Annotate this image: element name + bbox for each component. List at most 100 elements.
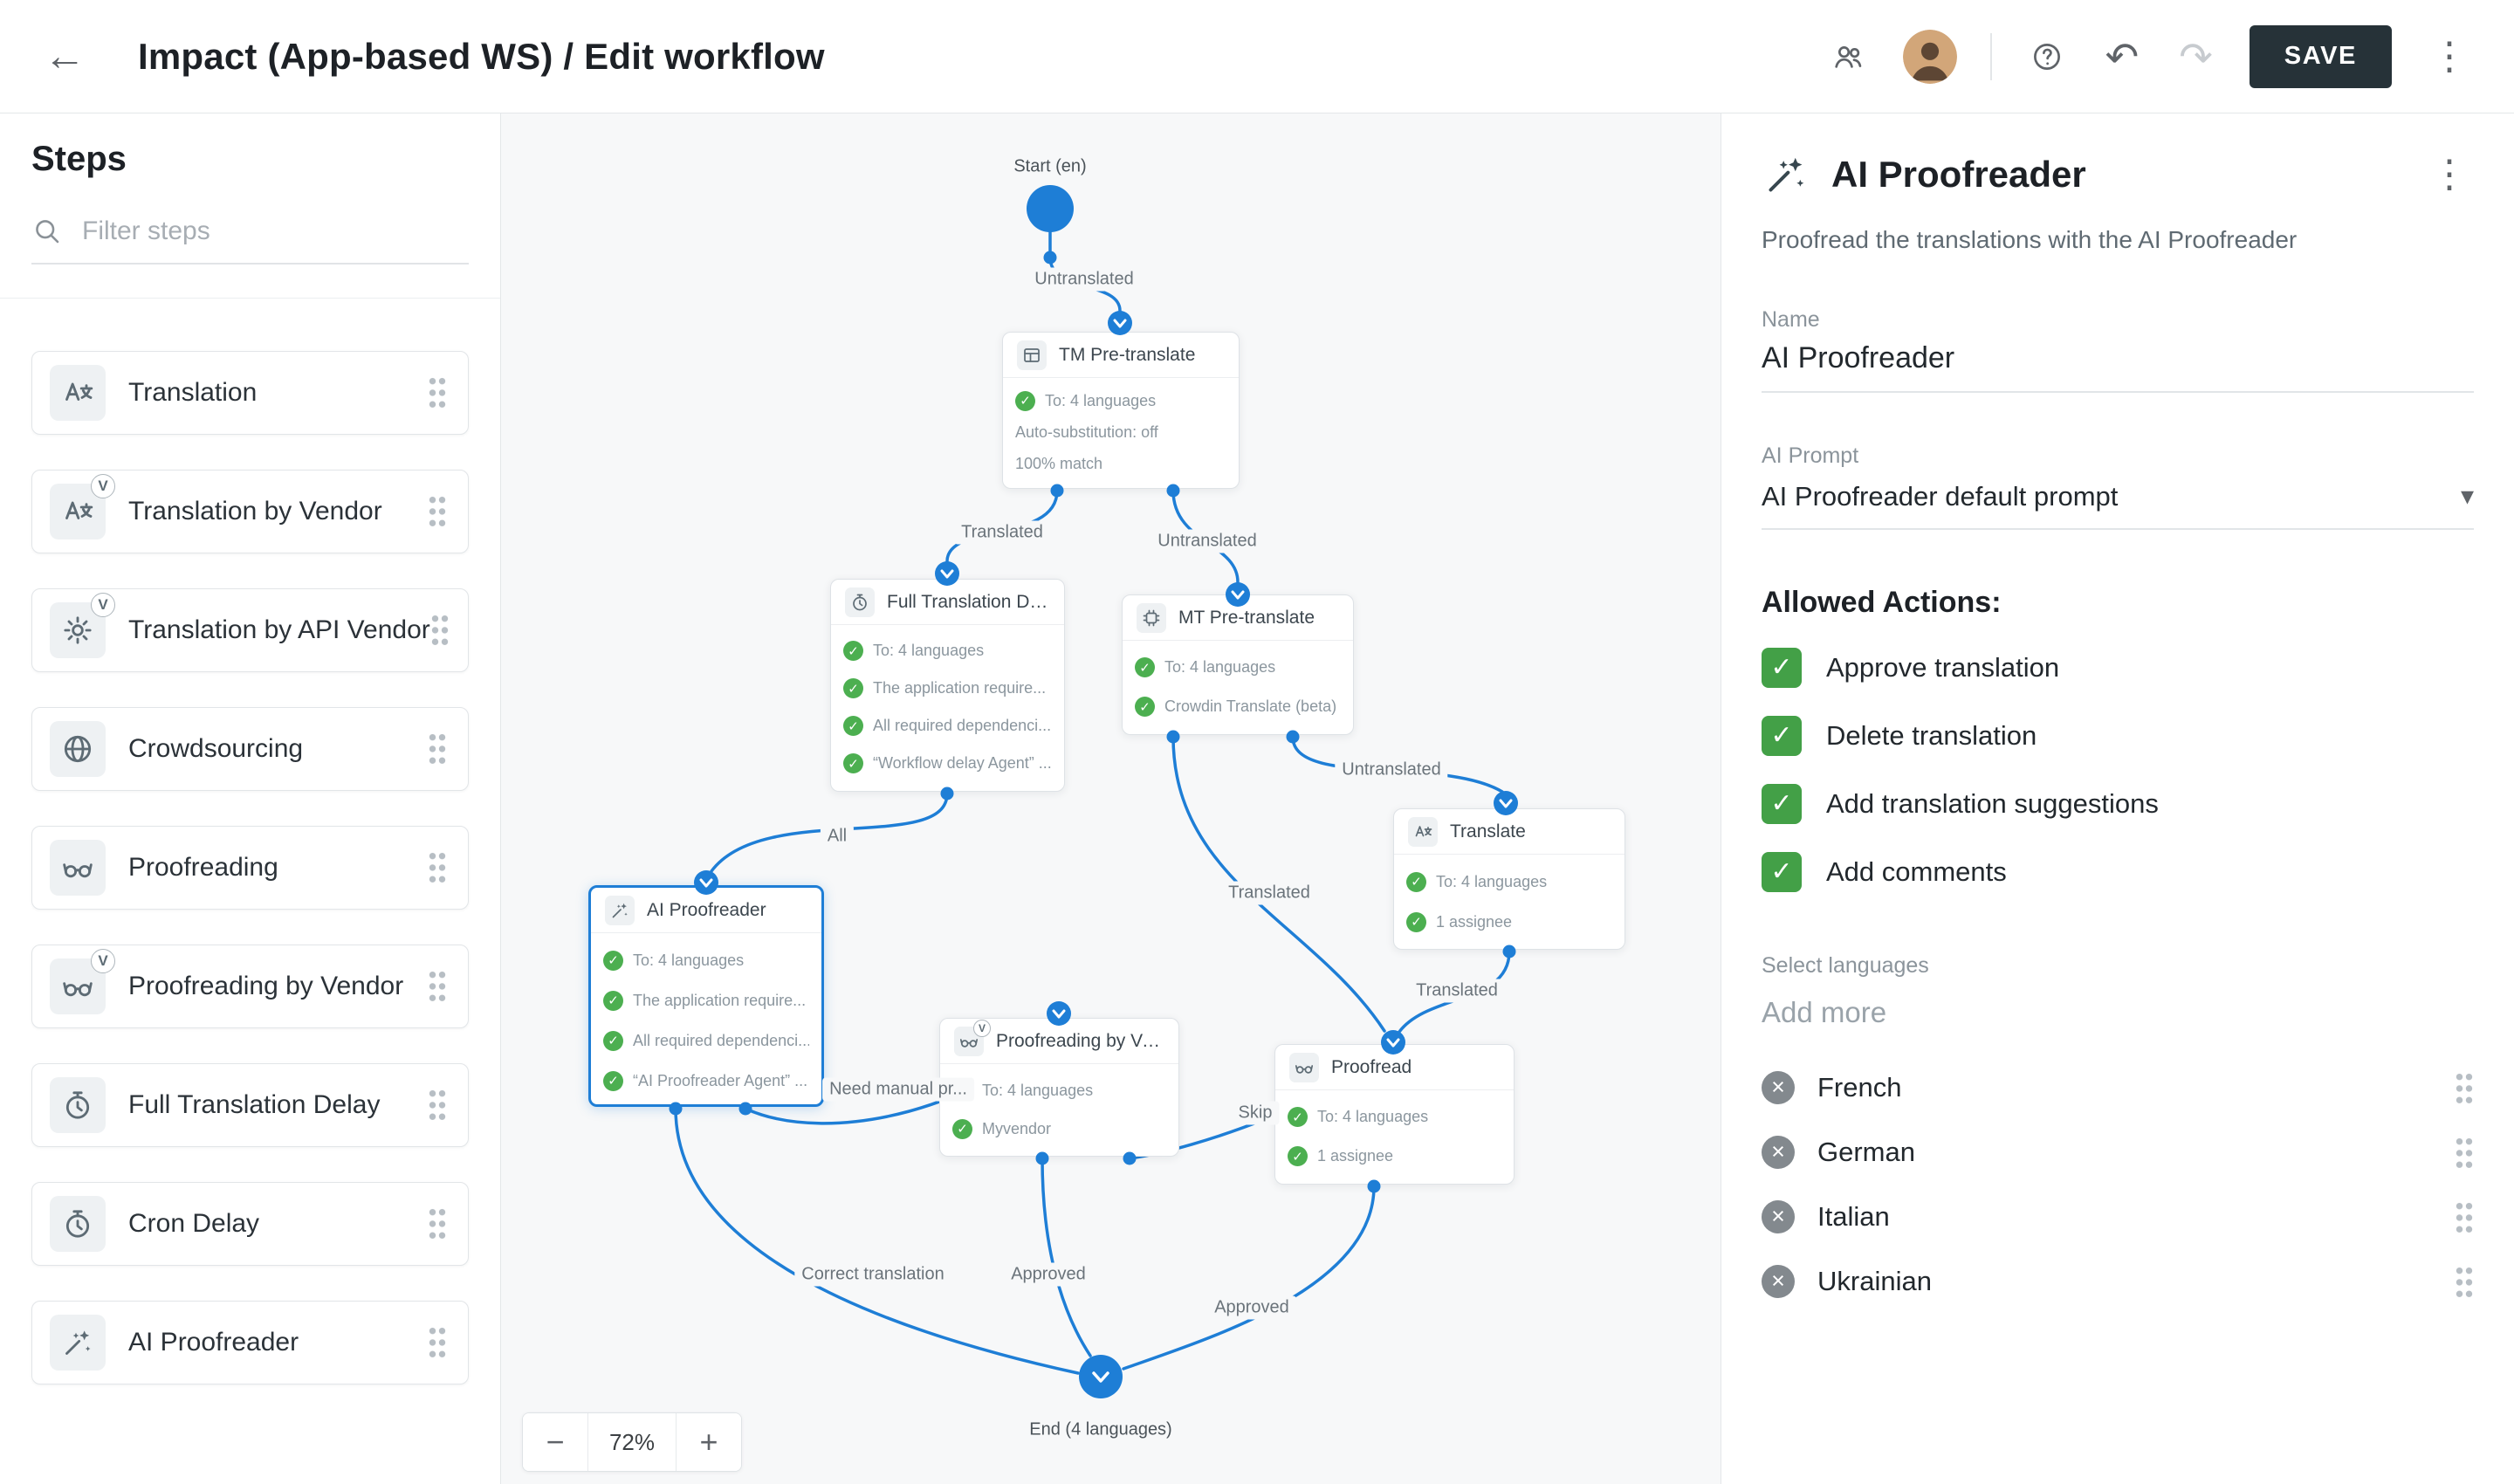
filter-steps-field[interactable] <box>31 216 469 265</box>
drag-handle-icon[interactable] <box>2455 1135 2474 1169</box>
check-icon: ✓ <box>843 641 863 661</box>
check-icon: ✓ <box>1135 657 1155 677</box>
node-detail-text: To: 4 languages <box>1164 658 1276 676</box>
workflow-node-full-translation-delay[interactable]: Full Translation Delay✓To: 4 languages✓T… <box>830 579 1065 792</box>
remove-language-icon[interactable]: × <box>1762 1199 1795 1233</box>
back-button[interactable]: ← <box>37 29 93 85</box>
check-icon: ✓ <box>1288 1107 1308 1127</box>
ai-prompt-select[interactable]: AI Proofreader default prompt ▾ <box>1762 469 2474 530</box>
check-icon: ✓ <box>952 1118 972 1139</box>
drag-handle-icon[interactable] <box>2455 1199 2474 1233</box>
check-icon: ✓ <box>1135 697 1155 717</box>
checkbox-checked[interactable]: ✓ <box>1762 715 1802 756</box>
check-icon: ✓ <box>952 1080 972 1101</box>
drag-handle-icon[interactable] <box>428 850 447 885</box>
step-card-translation-by-vendor[interactable]: V Translation by Vendor <box>31 470 469 553</box>
drag-handle-icon[interactable] <box>428 1325 447 1360</box>
node-detail-text: 1 assignee <box>1436 912 1513 931</box>
start-node[interactable] <box>1027 185 1074 232</box>
step-card-cron-delay[interactable]: Cron Delay <box>31 1182 469 1266</box>
remove-language-icon[interactable]: × <box>1762 1264 1795 1298</box>
node-title: Proofreading by Ven... <box>996 1030 1164 1051</box>
node-title-row: Translate <box>1394 809 1624 855</box>
step-label: Translation by Vendor <box>128 497 382 526</box>
node-detail-row: ✓ To: 4 languages <box>952 1071 1166 1110</box>
node-detail-row: ✓Crowdin Translate (beta) <box>1135 687 1341 726</box>
drag-handle-icon[interactable] <box>428 969 447 1004</box>
node-detail-text: To: 4 languages <box>1045 391 1157 409</box>
name-input[interactable] <box>1762 332 2474 393</box>
drag-handle-icon[interactable] <box>2455 1070 2474 1104</box>
node-detail-text: To: 4 languages <box>873 642 985 659</box>
workflow-node-ai-proofreader[interactable]: AI Proofreader✓To: 4 languages✓The appli… <box>588 885 824 1107</box>
people-icon[interactable] <box>1826 35 1870 79</box>
check-icon: ✓ <box>843 678 863 698</box>
save-button[interactable]: SAVE <box>2249 24 2392 88</box>
undo-icon[interactable]: ↶ <box>2102 37 2143 77</box>
vendor-badge: V <box>91 474 115 498</box>
header-actions: ↶ ↷ SAVE ⋮ <box>1826 24 2474 88</box>
step-label: Proofreading by Vendor <box>128 972 404 1000</box>
step-card-full-translation-delay[interactable]: Full Translation Delay <box>31 1063 469 1147</box>
step-card-proofreading[interactable]: Proofreading <box>31 826 469 910</box>
node-details: ✓ To: 4 languages ✓ Myvendor <box>940 1064 1178 1155</box>
allowed-action-row: ✓Approve translation <box>1762 647 2474 688</box>
workflow-node-mt-pretranslate[interactable]: MT Pre-translate ✓ To: 4 languages ✓Crowdin… <box>1122 594 1354 735</box>
node-detail-text: The application require... <box>633 991 807 1009</box>
chevron-down-icon: ▾ <box>2460 482 2474 512</box>
drag-handle-icon[interactable] <box>428 1088 447 1123</box>
header-kebab-icon[interactable]: ⋮ <box>2425 37 2474 77</box>
checkbox-checked[interactable]: ✓ <box>1762 783 1802 824</box>
add-language-field[interactable]: Add more <box>1762 995 1887 1028</box>
drag-handle-icon[interactable] <box>428 375 447 410</box>
page-title: Impact (App-based WS) / Edit workflow <box>138 35 825 77</box>
language-label: Ukrainian <box>1817 1265 1932 1296</box>
drag-handle-icon[interactable] <box>2455 1264 2474 1298</box>
check-icon: ✓ <box>603 1030 623 1051</box>
node-title: TM Pre-translate <box>1059 344 1196 365</box>
filter-steps-input[interactable] <box>80 216 469 247</box>
checkbox-checked[interactable]: ✓ <box>1762 851 1802 892</box>
workflow-node-translate[interactable]: Translate✓To: 4 languages✓1 assignee <box>1393 808 1625 950</box>
delay-icon <box>845 587 875 617</box>
prompt-field-label: AI Prompt <box>1762 443 1859 468</box>
check-icon: ✓ <box>843 716 863 736</box>
delay-icon <box>50 1077 106 1133</box>
workflow-node-proofread[interactable]: Proofread✓To: 4 languages✓1 assignee <box>1274 1044 1515 1185</box>
zoom-out-button[interactable]: − <box>523 1413 587 1471</box>
drag-handle-icon[interactable] <box>428 1206 447 1241</box>
drag-handle-icon[interactable] <box>428 732 447 766</box>
zoom-in-button[interactable]: + <box>677 1413 741 1471</box>
node-detail-text: All required dependenci... <box>633 1031 809 1049</box>
remove-language-icon[interactable]: × <box>1762 1135 1795 1169</box>
drag-handle-icon[interactable] <box>429 613 450 648</box>
node-detail-row: ✓ All required dependenci... <box>603 1020 809 1061</box>
panel-kebab-icon[interactable]: ⋮ <box>2425 155 2474 195</box>
drag-handle-icon[interactable] <box>428 494 447 529</box>
node-detail-text: 1 assignee <box>1317 1147 1394 1165</box>
node-detail-text: The application require... <box>873 679 1047 697</box>
node-detail-row: ✓The application require... <box>603 980 809 1020</box>
node-detail-row: ✓ The application require... <box>843 670 1052 707</box>
node-title-row: MT Pre-translate <box>1123 595 1353 641</box>
node-detail-text: Myvendor <box>982 1119 1052 1137</box>
remove-language-icon[interactable]: × <box>1762 1070 1795 1104</box>
step-card-translation[interactable]: Translation <box>31 351 469 435</box>
step-card-ai-proofreader[interactable]: AI Proofreader <box>31 1301 469 1384</box>
node-detail-text: To: 4 languages <box>982 1081 1094 1099</box>
checkbox-checked[interactable]: ✓ <box>1762 647 1802 688</box>
node-details: ✓To: 4 languages✓The application require… <box>591 933 821 1108</box>
avatar[interactable] <box>1902 29 1957 84</box>
node-details: ✓To: 4 languages✓1 assignee <box>1275 1090 1514 1183</box>
help-icon[interactable] <box>2025 35 2069 79</box>
redo-icon[interactable]: ↷ <box>2175 37 2216 77</box>
step-card-crowdsourcing[interactable]: Crowdsourcing <box>31 707 469 791</box>
step-label: Translation <box>128 378 258 407</box>
